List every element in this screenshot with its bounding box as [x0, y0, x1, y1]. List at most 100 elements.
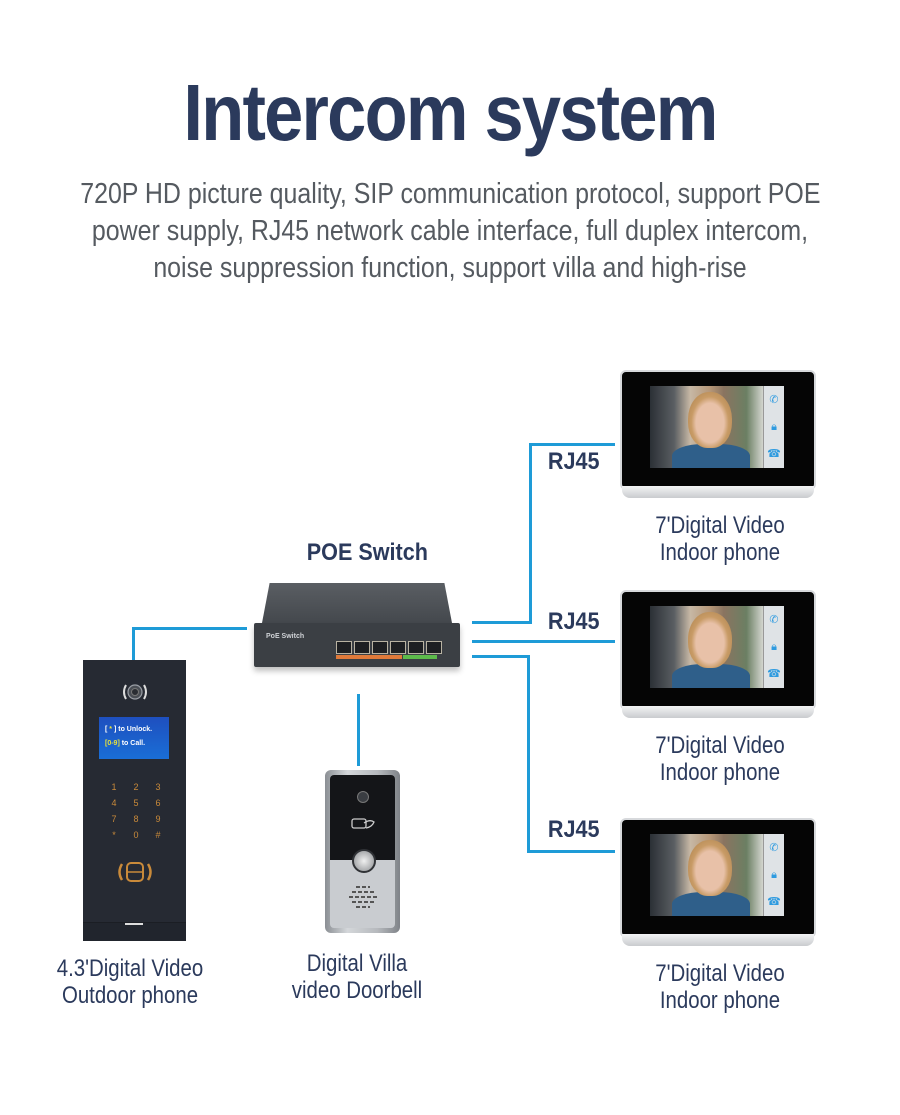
doorbell-camera-panel — [330, 775, 395, 860]
screen-call-keys: [0-9] — [105, 740, 120, 747]
villa-doorbell-device — [325, 770, 400, 933]
key-hash: # — [155, 830, 161, 840]
screen-text: ] to Unlock. — [112, 726, 153, 733]
indoor-phone-label-2: 7'Digital Video Indoor phone — [635, 732, 805, 786]
rj45-port-icon — [408, 641, 424, 654]
indoor-label-line-2: Indoor phone — [659, 539, 781, 566]
key-6: 6 — [155, 798, 161, 808]
indoor-label-line-1: 7'Digital Video — [655, 512, 785, 539]
key-5: 5 — [133, 798, 139, 808]
keypad: 1 2 3 4 5 6 7 8 9 * 0 # — [103, 781, 169, 841]
key-9: 9 — [155, 814, 161, 824]
doorbell-label: Digital Villa video Doorbell — [285, 950, 430, 1004]
key-3: 3 — [155, 782, 161, 792]
cable-monitor-1-a — [472, 621, 531, 624]
indoor-monitor-2: ✆ 🔒︎ ☎ — [620, 590, 816, 718]
monitor-video-screen: ✆ 🔒︎ ☎ — [650, 386, 784, 468]
phone-call-icon: ✆ — [769, 841, 779, 854]
rj45-port-icon — [336, 641, 352, 654]
call-button-icon — [352, 849, 376, 873]
cable-outdoor-vertical — [132, 628, 135, 660]
rj45-label-1: RJ45 — [547, 448, 600, 475]
outdoor-phone-device: [ * ] to Unlock. [0-9] to Call. 1 2 3 4 … — [83, 660, 186, 941]
indoor-label-line-2: Indoor phone — [659, 987, 781, 1014]
key-1: 1 — [111, 782, 117, 792]
rj45-port-icon — [390, 641, 406, 654]
indoor-monitor-3: ✆ 🔒︎ ☎ — [620, 818, 816, 946]
key-2: 2 — [133, 782, 139, 792]
cable-monitor-3-b — [527, 655, 530, 852]
rj45-port-icon — [426, 641, 442, 654]
card-reader-icon — [351, 818, 375, 829]
lock-icon: 🔒︎ — [771, 868, 777, 881]
switch-brand-text: PoE Switch — [266, 633, 305, 640]
page-subtitle: 720P HD picture quality, SIP communicati… — [80, 176, 820, 287]
switch-top-panel — [262, 583, 452, 623]
phone-call-icon: ✆ — [769, 613, 779, 626]
monitor-side-buttons: ✆ 🔒︎ ☎ — [763, 834, 784, 916]
visitor-face-image — [688, 840, 732, 896]
monitor-stand — [622, 706, 814, 718]
cable-monitor-3-a — [472, 655, 530, 658]
cable-monitor-2 — [472, 640, 615, 643]
switch-ports — [336, 641, 442, 654]
monitor-video-screen: ✆ 🔒︎ ☎ — [650, 606, 784, 688]
indoor-phone-label-3: 7'Digital Video Indoor phone — [635, 960, 805, 1014]
indoor-label-line-2: Indoor phone — [659, 759, 781, 786]
monitor-video-screen: ✆ 🔒︎ ☎ — [650, 834, 784, 916]
rj45-port-icon — [354, 641, 370, 654]
doorbell-camera-icon — [357, 791, 369, 803]
indoor-phone-label-1: 7'Digital Video Indoor phone — [635, 512, 805, 566]
subtitle-line-2: power supply, RJ45 network cable interfa… — [91, 215, 809, 247]
rj45-label-2: RJ45 — [547, 608, 600, 635]
doorbell-label-line-2: video Doorbell — [291, 977, 423, 1004]
key-8: 8 — [133, 814, 139, 824]
phone-call-icon: ✆ — [769, 393, 779, 406]
key-star: * — [112, 830, 116, 840]
cable-monitor-1-b — [529, 443, 532, 624]
cable-monitor-3-c — [527, 850, 615, 853]
visitor-face-image — [688, 392, 732, 448]
key-4: 4 — [111, 798, 117, 808]
switch-front-panel: PoE Switch — [254, 623, 460, 667]
monitor-side-buttons: ✆ 🔒︎ ☎ — [763, 386, 784, 468]
poe-switch-device: PoE Switch — [248, 583, 466, 685]
monitor-stand — [622, 934, 814, 946]
cable-doorbell — [357, 694, 360, 766]
rj45-port-icon — [372, 641, 388, 654]
poe-switch-label: POE Switch — [306, 539, 428, 566]
monitor-side-buttons: ✆ 🔒︎ ☎ — [763, 606, 784, 688]
indoor-monitor-1: ✆ 🔒︎ ☎ — [620, 370, 816, 498]
cable-monitor-1-c — [529, 443, 615, 446]
outdoor-lcd-screen: [ * ] to Unlock. [0-9] to Call. — [99, 717, 169, 759]
indoor-label-line-1: 7'Digital Video — [655, 732, 785, 759]
uplink-port-strip — [403, 655, 437, 659]
hang-up-icon: ☎ — [767, 668, 781, 681]
poe-port-strip — [336, 655, 402, 659]
outdoor-phone-label: 4.3'Digital Video Outdoor phone — [54, 955, 207, 1009]
doorbell-label-line-1: Digital Villa — [306, 950, 408, 977]
screen-text: [ — [105, 726, 110, 733]
page-title: Intercom system — [183, 68, 718, 157]
screen-text: to Call. — [119, 740, 146, 747]
indoor-label-line-1: 7'Digital Video — [655, 960, 785, 987]
hang-up-icon: ☎ — [767, 896, 781, 909]
screen-unlock-key: * — [109, 726, 113, 733]
monitor-stand — [622, 486, 814, 498]
outdoor-label-line-1: 4.3'Digital Video — [56, 955, 204, 982]
lock-icon: 🔒︎ — [771, 420, 777, 433]
rfid-card-icon — [118, 862, 152, 882]
cable-outdoor-horizontal — [132, 627, 247, 630]
speaker-grille — [348, 883, 378, 911]
subtitle-line-1: 720P HD picture quality, SIP communicati… — [80, 178, 821, 210]
key-7: 7 — [111, 814, 117, 824]
lock-icon: 🔒︎ — [771, 640, 777, 653]
visitor-face-image — [688, 612, 732, 668]
camera-icon — [123, 684, 147, 700]
hang-up-icon: ☎ — [767, 448, 781, 461]
key-0: 0 — [133, 830, 139, 840]
subtitle-line-3: noise suppression function, support vill… — [153, 252, 747, 284]
outdoor-label-line-2: Outdoor phone — [61, 982, 199, 1009]
outdoor-bottom-slot — [83, 922, 186, 941]
rj45-label-3: RJ45 — [547, 816, 600, 843]
